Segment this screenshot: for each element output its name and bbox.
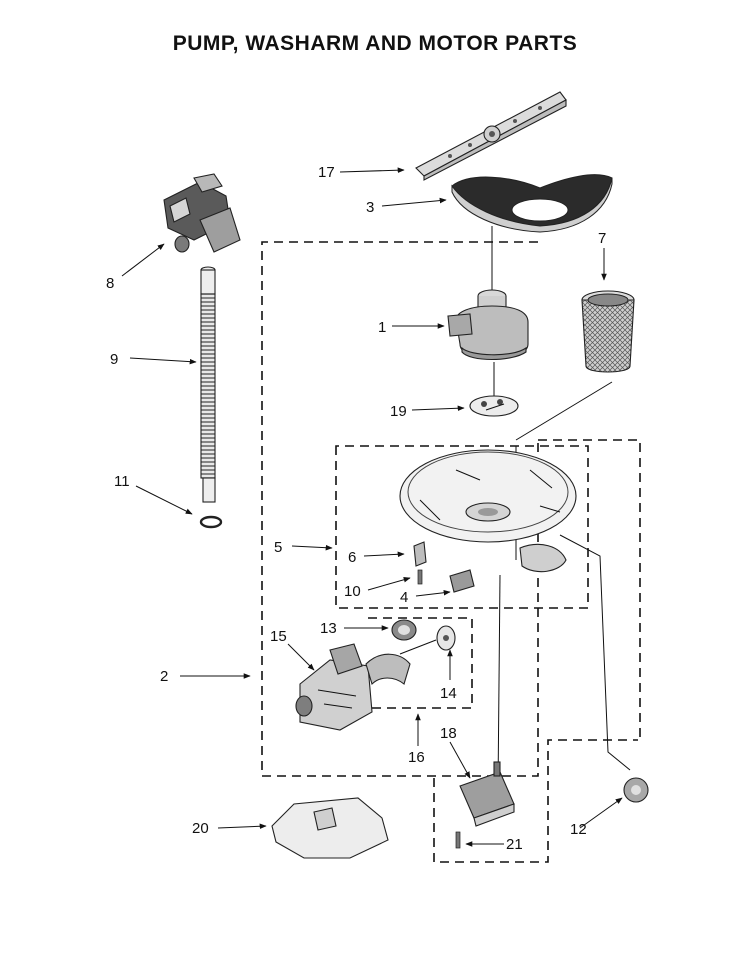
leader-10 bbox=[367, 577, 411, 591]
sensor-part bbox=[623, 777, 649, 803]
callout-7: 7 bbox=[598, 230, 606, 247]
callout-3: 3 bbox=[366, 199, 374, 216]
diagram-title: PUMP, WASHARM AND MOTOR PARTS bbox=[172, 32, 578, 55]
leader-6 bbox=[363, 551, 405, 558]
connector-line-motor bbox=[399, 639, 437, 655]
leader-11 bbox=[135, 485, 193, 515]
leader-5 bbox=[291, 544, 333, 551]
filter-disc-part bbox=[469, 395, 519, 417]
spray-arm-cover-part bbox=[451, 174, 613, 233]
callout-10: 10 bbox=[344, 583, 361, 600]
diverter-motor-part bbox=[459, 761, 515, 827]
leader-18 bbox=[449, 741, 471, 779]
connector-line-filter bbox=[515, 381, 613, 441]
assembly-box-16 bbox=[368, 617, 473, 709]
leader-15 bbox=[287, 643, 315, 671]
callout-8: 8 bbox=[106, 275, 114, 292]
callout-9: 9 bbox=[110, 351, 118, 368]
callout-21: 21 bbox=[506, 836, 523, 853]
callout-13: 13 bbox=[320, 620, 337, 637]
callout-12: 12 bbox=[570, 821, 587, 838]
screw-part-10 bbox=[417, 569, 423, 585]
connector-line-diverter bbox=[497, 574, 501, 791]
filter-part bbox=[581, 290, 635, 373]
assembly-box-5 bbox=[335, 445, 589, 609]
connector-line-pump-axis bbox=[491, 226, 495, 398]
callout-19: 19 bbox=[390, 403, 407, 420]
callout-16: 16 bbox=[408, 749, 425, 766]
callout-2: 2 bbox=[160, 668, 168, 685]
callout-14: 14 bbox=[440, 685, 457, 702]
hose-clamp-part bbox=[199, 515, 223, 529]
callout-6: 6 bbox=[348, 549, 356, 566]
leader-20 bbox=[217, 823, 267, 830]
callout-4: 4 bbox=[400, 589, 408, 606]
assembly-box-2 bbox=[261, 241, 539, 777]
callout-18: 18 bbox=[440, 725, 457, 742]
pump-housing-part bbox=[447, 289, 529, 360]
screw-part-21 bbox=[455, 831, 461, 849]
bracket-part bbox=[413, 541, 427, 567]
leader-4 bbox=[415, 589, 451, 597]
connector-line-sensor-wire bbox=[559, 534, 631, 771]
drain-hose-part bbox=[200, 266, 216, 503]
callout-20: 20 bbox=[192, 820, 209, 837]
connector-part bbox=[449, 569, 475, 593]
callout-5: 5 bbox=[274, 539, 282, 556]
leader-9 bbox=[129, 357, 197, 365]
spray-arm-part bbox=[415, 91, 567, 181]
leader-8 bbox=[121, 243, 165, 277]
leader-12 bbox=[579, 797, 623, 829]
assembly-box-filter bbox=[538, 439, 641, 740]
callout-17: 17 bbox=[318, 164, 335, 181]
leader-19 bbox=[411, 405, 465, 412]
callout-15: 15 bbox=[270, 628, 287, 645]
motor-mount-part bbox=[271, 797, 389, 859]
leader-17 bbox=[339, 167, 405, 173]
callout-11: 11 bbox=[114, 473, 130, 490]
assembly-box-18 bbox=[433, 739, 638, 863]
callout-1: 1 bbox=[378, 319, 386, 336]
sump-assembly-part bbox=[399, 449, 577, 573]
drain-pump-part bbox=[163, 173, 241, 253]
seal-part bbox=[391, 619, 417, 641]
wash-motor-part bbox=[295, 643, 411, 731]
impeller-part bbox=[436, 625, 456, 651]
leader-3 bbox=[381, 197, 447, 207]
